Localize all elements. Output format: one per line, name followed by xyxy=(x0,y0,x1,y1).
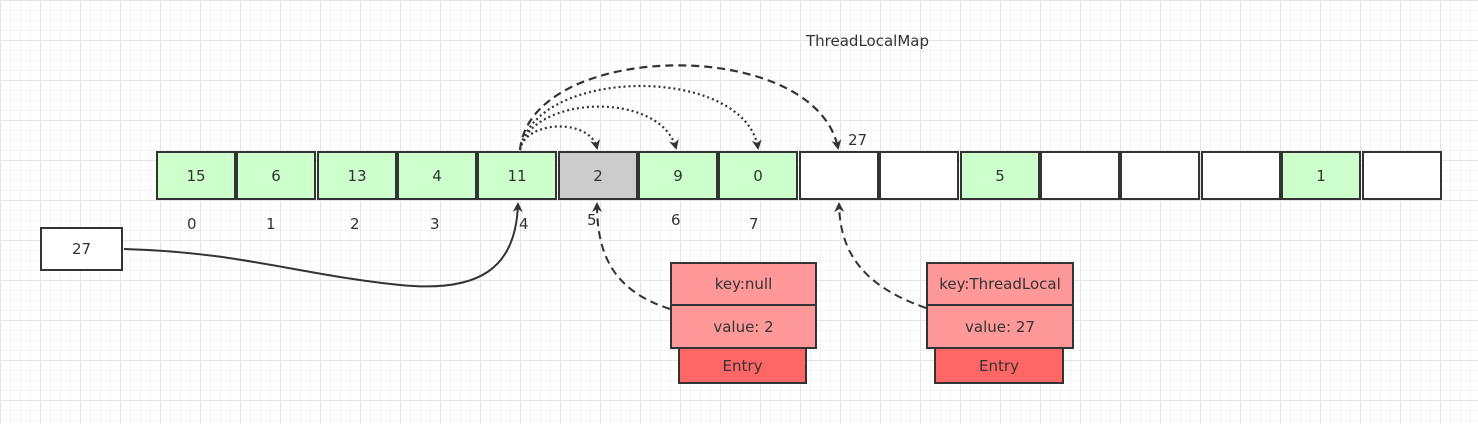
probe-arrow-slot-6 xyxy=(518,105,679,151)
table-slot-0: 15 xyxy=(156,151,236,200)
stale-entry: key:null value: 2 Entry xyxy=(670,262,817,384)
new-entry-arrow xyxy=(834,202,927,309)
probe-arrow-slot-8 xyxy=(518,64,842,151)
table-slot-11 xyxy=(1040,151,1120,200)
table-slot-9 xyxy=(879,151,959,200)
slot-index-0: 0 xyxy=(187,215,197,233)
insert-target-label: 27 xyxy=(848,131,868,149)
table-slot-8 xyxy=(799,151,879,200)
slot-index-5: 5 xyxy=(587,211,597,229)
new-key-box: 27 xyxy=(40,227,123,271)
new-entry: key:ThreadLocal value: 27 Entry xyxy=(926,262,1074,384)
new-entry-key: key:ThreadLocal xyxy=(926,262,1074,306)
slot-index-3: 3 xyxy=(430,215,440,233)
table-slot-5: 2 xyxy=(558,151,638,200)
probe-arrow-slot-7 xyxy=(518,84,762,151)
table-slot-1: 6 xyxy=(236,151,316,200)
slot-index-6: 6 xyxy=(671,211,681,229)
stale-entry-value: value: 2 xyxy=(670,306,817,349)
stale-entry-arrow xyxy=(592,202,671,310)
slot-index-1: 1 xyxy=(266,215,276,233)
table-slot-15 xyxy=(1362,151,1442,200)
slot-index-4: 4 xyxy=(519,215,529,233)
table-slot-14: 1 xyxy=(1281,151,1361,200)
table-slot-2: 13 xyxy=(317,151,397,200)
table-slot-3: 4 xyxy=(397,151,477,200)
slot-index-2: 2 xyxy=(350,215,360,233)
table-slot-13 xyxy=(1201,151,1281,200)
slot-index-7: 7 xyxy=(749,215,759,233)
hash-arrow xyxy=(123,202,523,288)
table-slot-10: 5 xyxy=(960,151,1040,200)
table-slot-6: 9 xyxy=(638,151,718,200)
stale-entry-key: key:null xyxy=(670,262,817,306)
probe-arrow-slot-5 xyxy=(518,125,601,151)
diagram-title: ThreadLocalMap xyxy=(806,32,929,50)
table-slot-12 xyxy=(1120,151,1200,200)
new-entry-type: Entry xyxy=(934,349,1064,384)
table-slot-7: 0 xyxy=(718,151,798,200)
table-slot-4: 11 xyxy=(477,151,557,200)
new-entry-value: value: 27 xyxy=(926,306,1074,349)
stale-entry-type: Entry xyxy=(678,349,807,384)
